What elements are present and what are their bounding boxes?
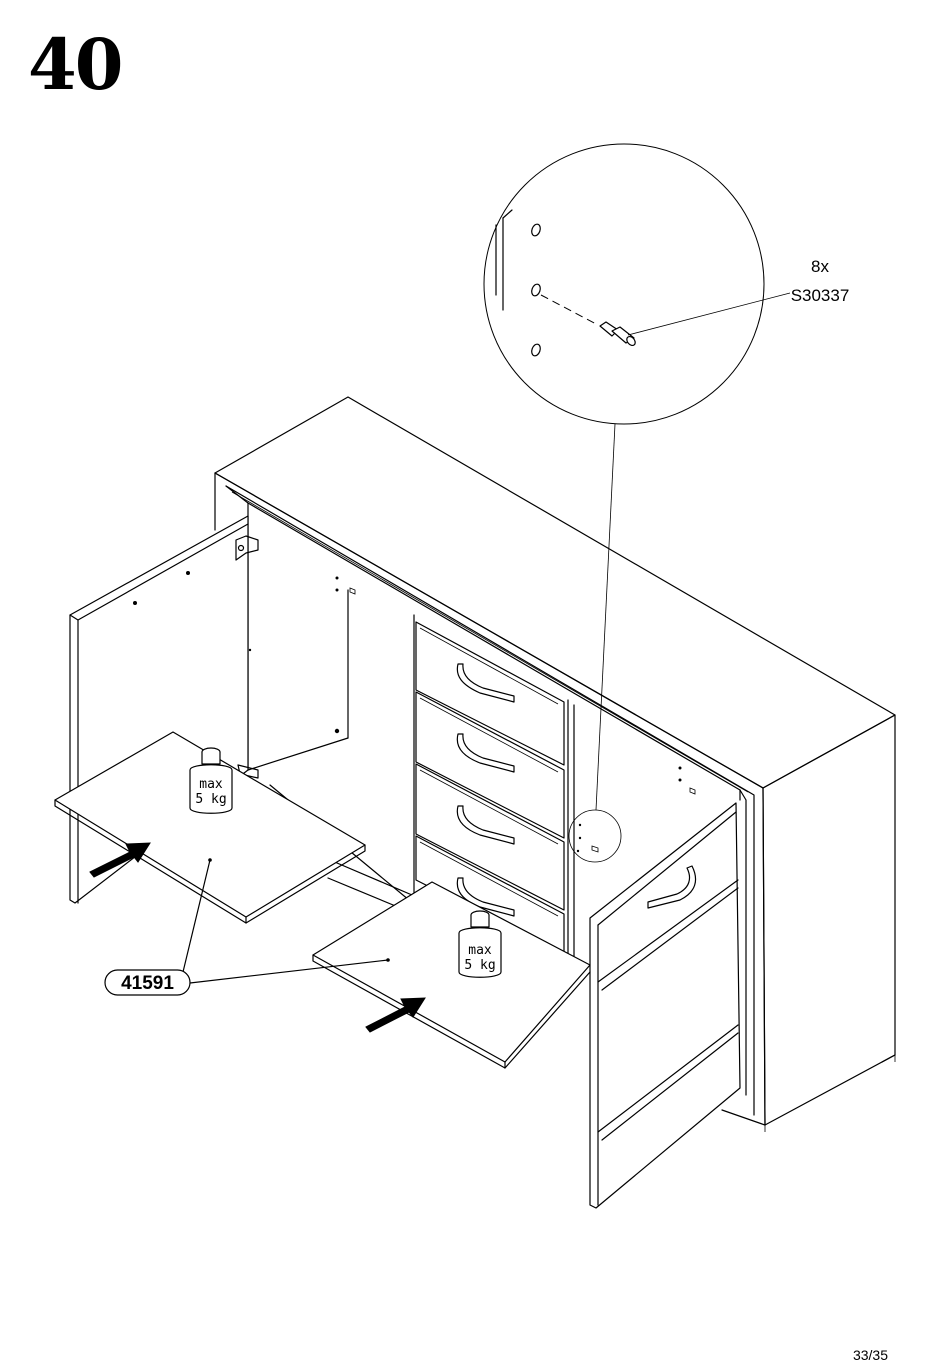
right-door (590, 803, 740, 1208)
weight-limit-line1: max (468, 943, 492, 958)
weight-limit-line1: max (199, 777, 223, 792)
shelf-part-code: 41591 (121, 973, 174, 994)
part-code: S30337 (791, 286, 850, 305)
sideboard-carcass (215, 397, 895, 1132)
weight-limit-line2: 5 kg (464, 958, 495, 973)
weight-limit-line2: 5 kg (195, 792, 226, 807)
detail-callout: 8x S30337 (484, 144, 849, 862)
page-number: 33/35 (853, 1347, 888, 1363)
part-quantity: 8x (811, 257, 829, 276)
insert-arrow-right (366, 998, 425, 1032)
